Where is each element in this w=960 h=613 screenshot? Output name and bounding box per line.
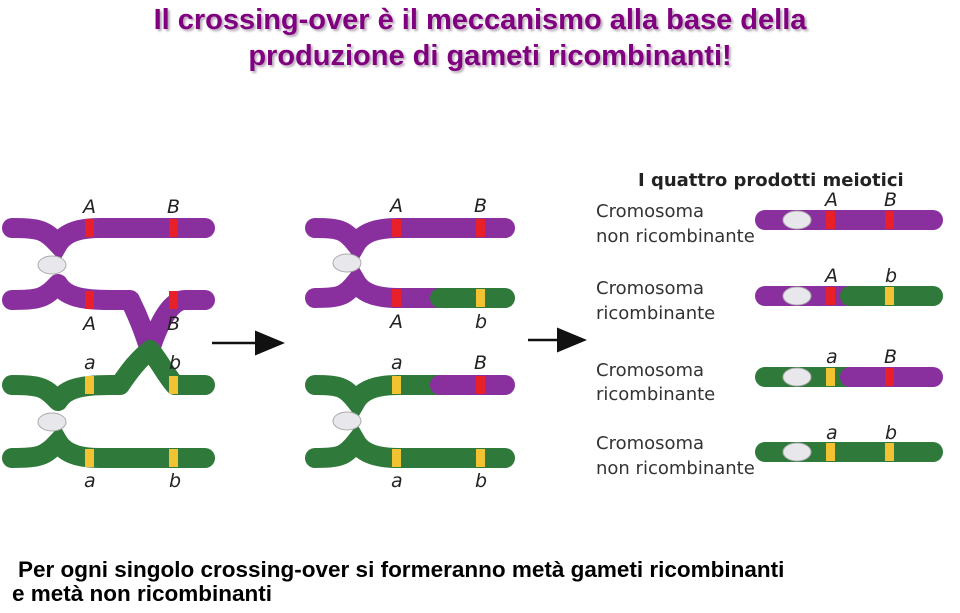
- title-line-1: Il crossing-over è il meccanismo alla ba…: [153, 4, 807, 36]
- allele-label: A: [81, 313, 96, 335]
- allele-label: A: [388, 311, 403, 333]
- allele-label: B: [884, 189, 897, 211]
- centromere: [782, 367, 812, 387]
- allele-label: B: [167, 313, 180, 335]
- allele-a-marker: [392, 376, 401, 394]
- centromere: [332, 411, 362, 431]
- allele-B-marker: [169, 219, 178, 237]
- allele-label: a: [391, 352, 403, 374]
- green-chromatid-upper-left: [305, 375, 450, 419]
- panel-crossing-over: A B A B a b a b: [2, 196, 215, 492]
- allele-label: B: [884, 346, 897, 368]
- centromere: [37, 412, 67, 432]
- allele-label: A: [823, 189, 838, 211]
- allele-a-marker: [85, 376, 94, 394]
- allele-b-marker: [476, 289, 485, 307]
- allele-B-marker: [885, 368, 894, 386]
- allele-B-marker: [885, 211, 894, 229]
- footer-line-2: e metà non ricombinanti: [12, 581, 273, 606]
- product-label-line2: ricombinante: [596, 303, 715, 324]
- green-chromatid-lower: [305, 424, 515, 468]
- allele-A-marker: [85, 219, 94, 237]
- centromere: [782, 210, 812, 230]
- allele-label: b: [475, 470, 487, 492]
- purple-chromatid-lower: [2, 274, 215, 360]
- allele-A-marker: [85, 291, 94, 309]
- allele-A-marker: [392, 219, 401, 237]
- allele-label: a: [826, 346, 838, 368]
- panel-meiotic-products: I quattro prodotti meiotici Cromosoma no…: [596, 170, 943, 479]
- centromere: [37, 255, 67, 275]
- allele-label: B: [474, 352, 487, 374]
- green-chromatid-upper: [2, 340, 215, 411]
- allele-label: a: [391, 470, 403, 492]
- product-label-line2: ricombinante: [596, 384, 715, 405]
- product-label-line2: non ricombinante: [596, 226, 755, 247]
- slide-title: Il crossing-over è il meccanismo alla ba…: [0, 0, 960, 74]
- allele-label: A: [81, 196, 96, 218]
- allele-b-marker: [885, 287, 894, 305]
- allele-a-marker: [392, 449, 401, 467]
- product-label-line1: Cromosoma: [596, 360, 704, 381]
- allele-label: B: [474, 195, 487, 217]
- allele-A-marker: [826, 211, 835, 229]
- allele-a-marker: [85, 449, 94, 467]
- allele-label: a: [826, 422, 838, 444]
- allele-a-marker: [826, 443, 835, 461]
- product-label-line2: non ricombinante: [596, 458, 755, 479]
- title-line-2: produzione di gameti ricombinanti!: [248, 40, 732, 72]
- product-label-line1: Cromosoma: [596, 278, 704, 299]
- purple-chromatid-upper: [305, 218, 515, 262]
- allele-B-marker: [476, 219, 485, 237]
- allele-label: b: [885, 265, 897, 287]
- purple-chromatid-lower-left: [305, 264, 450, 308]
- allele-label: a: [84, 470, 96, 492]
- product-label-line1: Cromosoma: [596, 433, 704, 454]
- centromere: [782, 286, 812, 306]
- products-header: I quattro prodotti meiotici: [638, 170, 904, 191]
- footer-line-1: Per ogni singolo crossing-over si former…: [18, 557, 785, 582]
- product-label-line1: Cromosoma: [596, 201, 704, 222]
- panel-after-crossing-over: A B A b a B a b: [305, 195, 515, 492]
- allele-B-marker: [476, 376, 485, 394]
- allele-b-marker: [476, 449, 485, 467]
- allele-label: A: [388, 195, 403, 217]
- allele-label: B: [167, 196, 180, 218]
- allele-A-marker: [826, 287, 835, 305]
- centromere: [332, 253, 362, 273]
- allele-A-marker: [392, 289, 401, 307]
- allele-label: b: [885, 422, 897, 444]
- allele-label: b: [475, 311, 487, 333]
- slide-footer-text: Per ogni singolo crossing-over si former…: [12, 557, 958, 606]
- allele-B-marker: [169, 291, 178, 309]
- allele-a-marker: [826, 368, 835, 386]
- allele-b-marker: [885, 443, 894, 461]
- allele-b-marker: [169, 376, 178, 394]
- allele-label: b: [169, 470, 181, 492]
- allele-b-marker: [169, 449, 178, 467]
- allele-label: A: [823, 265, 838, 287]
- allele-label: b: [169, 352, 181, 374]
- centromere: [782, 442, 812, 462]
- allele-label: a: [84, 352, 96, 374]
